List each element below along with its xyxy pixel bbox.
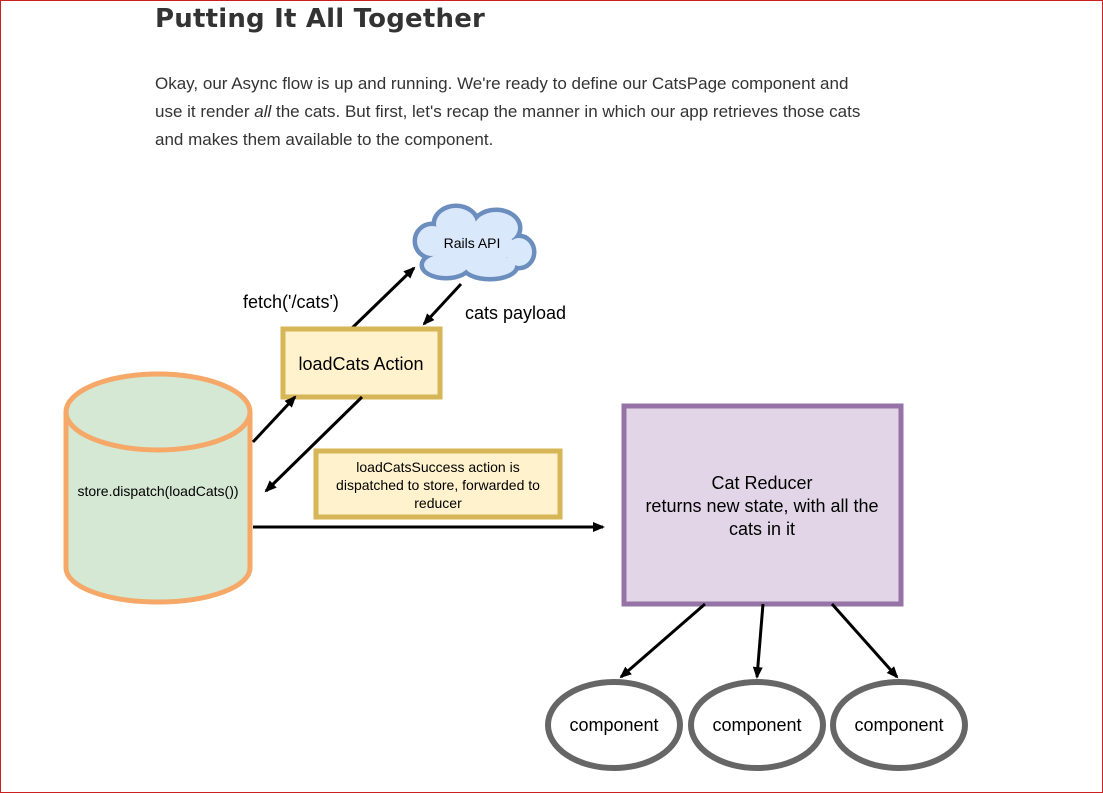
payload-label: cats payload xyxy=(465,303,566,323)
reducer-line-1: Cat Reducer xyxy=(711,473,812,493)
store-dispatch-label: store.dispatch(loadCats()) xyxy=(77,483,238,499)
payload-arrow xyxy=(422,282,463,326)
fetch-label: fetch('/cats') xyxy=(243,292,339,312)
success-note-line-1: loadCatsSuccess action is xyxy=(356,459,519,475)
rails-api-label: Rails API xyxy=(444,235,501,251)
intro-paragraph: Okay, our Async flow is up and running. … xyxy=(155,70,875,154)
reducer-line-2: returns new state, with all the xyxy=(645,496,878,516)
reducer-to-component-1-arrow xyxy=(619,602,706,679)
component-label-3: component xyxy=(854,715,943,735)
success-arrow xyxy=(264,395,364,493)
component-label-1: component xyxy=(569,715,658,735)
success-note-box: loadCatsSuccess action is dispatched to … xyxy=(313,448,563,520)
intro-text-end: the cats. But first, let's recap the man… xyxy=(155,102,861,149)
page-title: Putting It All Together xyxy=(155,4,486,34)
load-cats-action-label: loadCats Action xyxy=(298,354,423,374)
load-cats-action-box: loadCats Action xyxy=(280,326,443,400)
rails-api-cloud: Rails API xyxy=(412,203,537,282)
success-note-line-3: reducer xyxy=(414,495,462,511)
component-label-2: component xyxy=(712,715,801,735)
store-cylinder: store.dispatch(loadCats()) xyxy=(63,371,253,605)
component-node-1: component xyxy=(545,679,683,771)
fetch-arrow xyxy=(347,266,416,333)
reducer-to-component-3-arrow xyxy=(830,603,899,679)
dispatch-arrow xyxy=(251,395,297,444)
reducer-to-component-2-arrow xyxy=(752,603,765,679)
component-node-3: component xyxy=(830,679,968,771)
intro-emphasis: all xyxy=(254,102,272,121)
reducer-line-3: cats in it xyxy=(729,519,795,539)
cloud-shape-fill xyxy=(417,208,532,277)
success-note-line-2: dispatched to store, forwarded to xyxy=(336,477,540,493)
intro-text-start: Okay, our Async flow is up and running. … xyxy=(155,74,849,121)
cat-reducer-box: Cat Reducer returns new state, with all … xyxy=(621,403,904,607)
component-node-2: component xyxy=(688,679,826,771)
